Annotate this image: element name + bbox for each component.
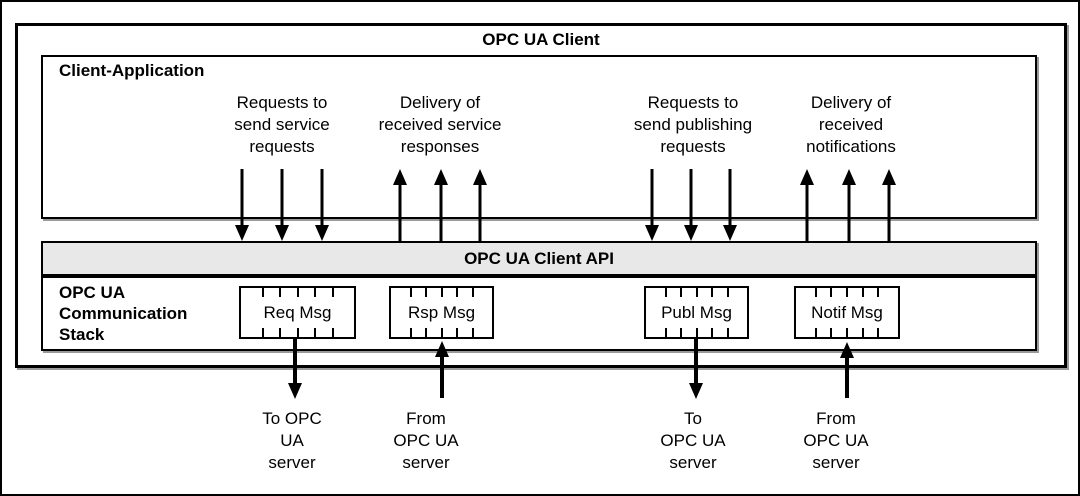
from-opc-ua-server-label: From OPC UA server: [393, 409, 459, 472]
opc-ua-client-api-label: OPC UA Client API: [464, 248, 614, 268]
notif-msg-box: Notif Msg: [794, 286, 900, 339]
client-application-box: [41, 55, 1037, 219]
publishing-request-arrow: [723, 169, 737, 241]
queue-ticks: [651, 328, 742, 337]
queue-ticks: [651, 288, 742, 297]
publ-msg-box: Publ Msg: [644, 286, 749, 339]
notification-arrow: [842, 169, 856, 241]
from-opc-ua-server-label: From OPC UA server: [803, 409, 869, 472]
queue-ticks: [246, 328, 349, 337]
req-msg-label: Req Msg: [263, 302, 332, 322]
notification-arrow: [882, 169, 896, 241]
queue-ticks: [396, 288, 487, 297]
flow-label-send-service-requests: Requests to send service requests: [234, 93, 330, 156]
service-response-arrow: [393, 169, 407, 241]
to-opc-ua-server-label: To OPC UA server: [660, 409, 726, 472]
queue-ticks: [801, 328, 893, 337]
communication-stack-label: OPC UA Communication Stack: [59, 283, 188, 344]
rsp-msg-label: Rsp Msg: [407, 302, 476, 322]
to-server-arrow: [689, 339, 703, 399]
notification-arrow: [800, 169, 814, 241]
req-msg-box: Req Msg: [239, 286, 356, 339]
service-request-arrow: [315, 169, 329, 241]
service-response-arrow: [434, 169, 448, 241]
to-opc-ua-server-label: To OPC UA server: [262, 409, 322, 472]
publ-msg-label: Publ Msg: [661, 302, 732, 322]
client-application-label: Client-Application: [59, 61, 205, 80]
from-server-arrow: [435, 341, 449, 398]
service-request-arrow: [235, 169, 249, 241]
from-server-arrow: [840, 342, 854, 398]
flow-label-send-publishing-requests: Requests to send publishing requests: [633, 93, 753, 156]
publishing-request-arrow: [645, 169, 659, 241]
notif-msg-label: Notif Msg: [811, 302, 883, 322]
rsp-msg-box: Rsp Msg: [389, 286, 494, 339]
publishing-request-arrow: [684, 169, 698, 241]
to-server-arrow: [288, 339, 302, 399]
flow-label-received-service-responses: Delivery of received service responses: [378, 93, 502, 156]
flow-label-received-notifications: Delivery of received notifications: [806, 93, 896, 156]
service-response-arrow: [473, 169, 487, 241]
queue-ticks: [246, 288, 349, 297]
service-request-arrow: [275, 169, 289, 241]
queue-ticks: [396, 328, 487, 337]
opc-ua-client-title: OPC UA Client: [482, 30, 600, 49]
queue-ticks: [801, 288, 893, 297]
opc-ua-client-api-bar: OPC UA Client API: [41, 241, 1037, 276]
